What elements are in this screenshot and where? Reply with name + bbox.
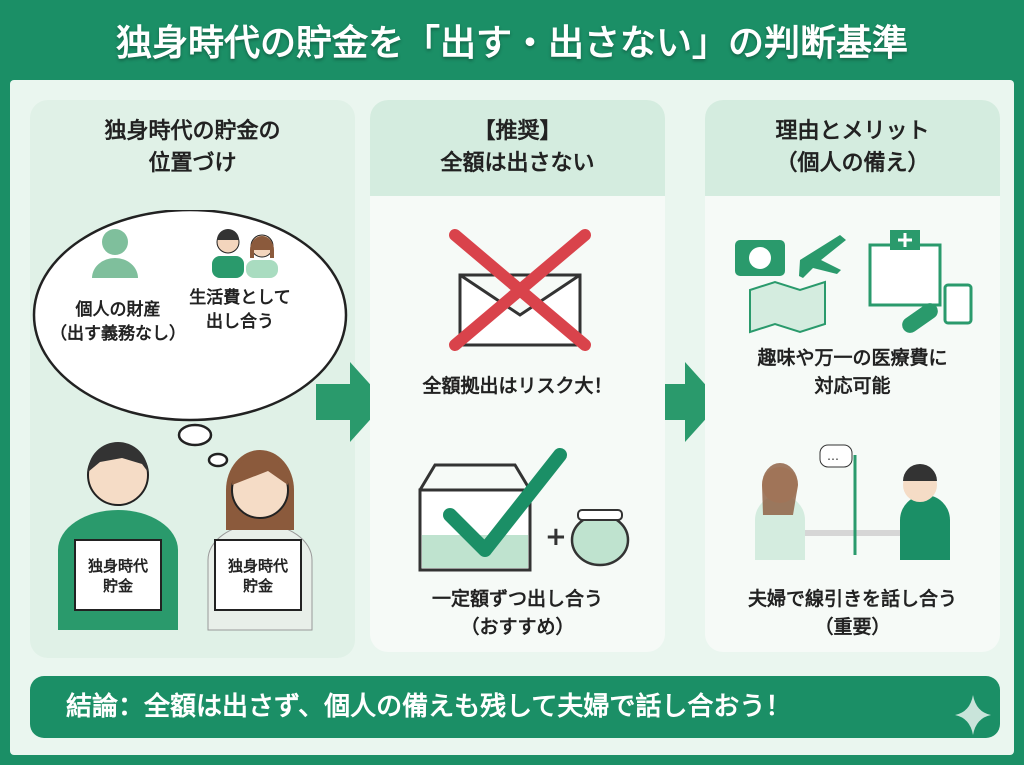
bubble-shared-living: 生活費として 出し合う bbox=[180, 286, 300, 334]
savings-box bbox=[214, 539, 302, 611]
heading-line: 全額は出さない bbox=[440, 151, 595, 176]
column-heading: 【推奨】 全額は出さない bbox=[370, 100, 665, 196]
heading-line: 【推奨】 bbox=[473, 119, 562, 144]
check-box-jar-icon: + bbox=[418, 448, 630, 572]
couple-holding-boxes-illustration bbox=[58, 442, 313, 631]
box-text: 貯金 bbox=[242, 577, 273, 595]
person-icon bbox=[92, 229, 138, 278]
page-title: 独身時代の貯金を「出す・出さない」の判断基準 bbox=[115, 23, 908, 64]
conclusion-banner: 結論：全額は出さず、個人の備えも残して夫婦で話し合おう！ bbox=[30, 676, 1000, 738]
box-text: 独身時代 bbox=[87, 557, 148, 575]
caption-line: 対応可能 bbox=[814, 375, 891, 397]
caption-line: （おすすめ） bbox=[460, 616, 575, 638]
column-reasons: 理由とメリット （個人の備え） 趣味や万一の医療費に 対応可能 … 夫婦で線引き… bbox=[705, 100, 1000, 652]
caption-discuss: 夫婦で線引きを話し合う （重要） bbox=[705, 585, 1000, 641]
savings-box bbox=[74, 539, 162, 611]
hospital-icon bbox=[868, 230, 942, 307]
svg-text:…: … bbox=[827, 449, 839, 463]
column-heading: 理由とメリット （個人の備え） bbox=[705, 100, 1000, 196]
box-text: 貯金 bbox=[102, 577, 133, 595]
speech-bubble-icon bbox=[819, 444, 853, 468]
box-text: 独身時代 bbox=[227, 557, 288, 575]
sparkle-icon bbox=[955, 695, 991, 735]
arrow-right-icon bbox=[316, 362, 386, 442]
cross-over-box-icon bbox=[449, 229, 591, 351]
bubble-text: （出す義務なし） bbox=[50, 324, 186, 344]
heading-line: 理由とメリット bbox=[775, 119, 930, 144]
arrow-right-icon bbox=[651, 362, 721, 442]
caption-benefit: 趣味や万一の医療費に 対応可能 bbox=[705, 344, 1000, 400]
conclusion-text: 結論：全額は出さず、個人の備えも残して夫婦で話し合おう！ bbox=[66, 692, 792, 722]
column-position: 独身時代の貯金の 位置づけ 個人の財産 （出す義務なし） 生活費として 出し合う… bbox=[30, 100, 355, 658]
box-label-woman: 独身時代 貯金 bbox=[215, 556, 301, 596]
camera-icon bbox=[735, 240, 785, 276]
caption-line: 趣味や万一の医療費に bbox=[757, 347, 948, 369]
caption-fixed-amount: 一定額ずつ出し合う （おすすめ） bbox=[370, 585, 665, 641]
map-icon bbox=[749, 280, 826, 334]
thought-bubble-illustration bbox=[32, 210, 348, 468]
caption-risk: 全額拠出はリスク大！ bbox=[422, 375, 613, 397]
couple-talking-illustration: … bbox=[755, 444, 950, 560]
heading-line: 独身時代の貯金の bbox=[104, 119, 281, 144]
bubble-text: 生活費として bbox=[189, 288, 291, 308]
svg-text:+: + bbox=[545, 522, 567, 552]
caption-line: 一定額ずつ出し合う bbox=[431, 588, 603, 610]
column-heading: 独身時代の貯金の 位置づけ bbox=[30, 100, 355, 180]
box-label-man: 独身時代 貯金 bbox=[75, 556, 161, 596]
caption-line: 夫婦で線引きを話し合う bbox=[747, 588, 957, 610]
caption-line: （重要） bbox=[814, 616, 891, 638]
bubble-personal-asset: 個人の財産 （出す義務なし） bbox=[48, 298, 188, 346]
heading-line: （個人の備え） bbox=[775, 151, 930, 176]
column-recommendation: 【推奨】 全額は出さない 全額拠出はリスク大！ + 一定額ずつ出し合う （おすす… bbox=[370, 100, 665, 652]
medicine-icon bbox=[902, 283, 973, 333]
heading-line: 位置づけ bbox=[148, 151, 237, 176]
airplane-icon bbox=[799, 235, 846, 278]
bubble-text: 個人の財産 bbox=[75, 300, 161, 320]
bubble-text: 出し合う bbox=[206, 312, 274, 332]
hobby-medical-icons bbox=[735, 230, 973, 334]
couple-icon bbox=[212, 229, 278, 278]
